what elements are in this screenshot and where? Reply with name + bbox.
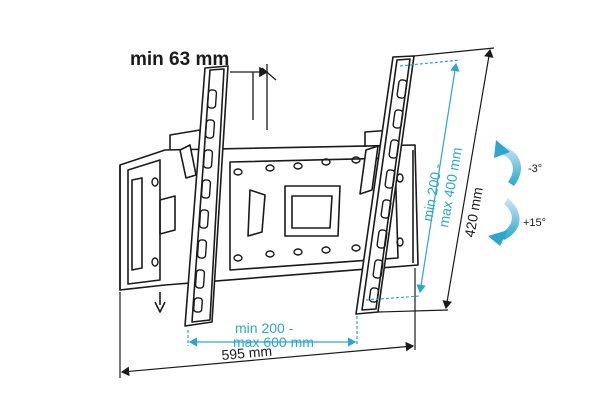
tilt-down-arrow-icon [488,198,520,246]
left-mounting-arm [179,65,229,327]
vertical-hole-range [365,59,461,301]
width-dimension [119,268,416,378]
width-label: 595 mm [221,343,273,363]
tilt-up-arrow-icon [494,140,522,186]
tilt-up-label: -3° [528,163,542,175]
depth-dimension [230,64,277,130]
depth-label: min 63 mm [130,49,229,70]
mount-holes [151,156,404,267]
horizontal-range-line1: min 200 - [235,320,294,336]
tilt-down-label: +15° [523,217,546,229]
right-mounting-arm [355,55,415,315]
